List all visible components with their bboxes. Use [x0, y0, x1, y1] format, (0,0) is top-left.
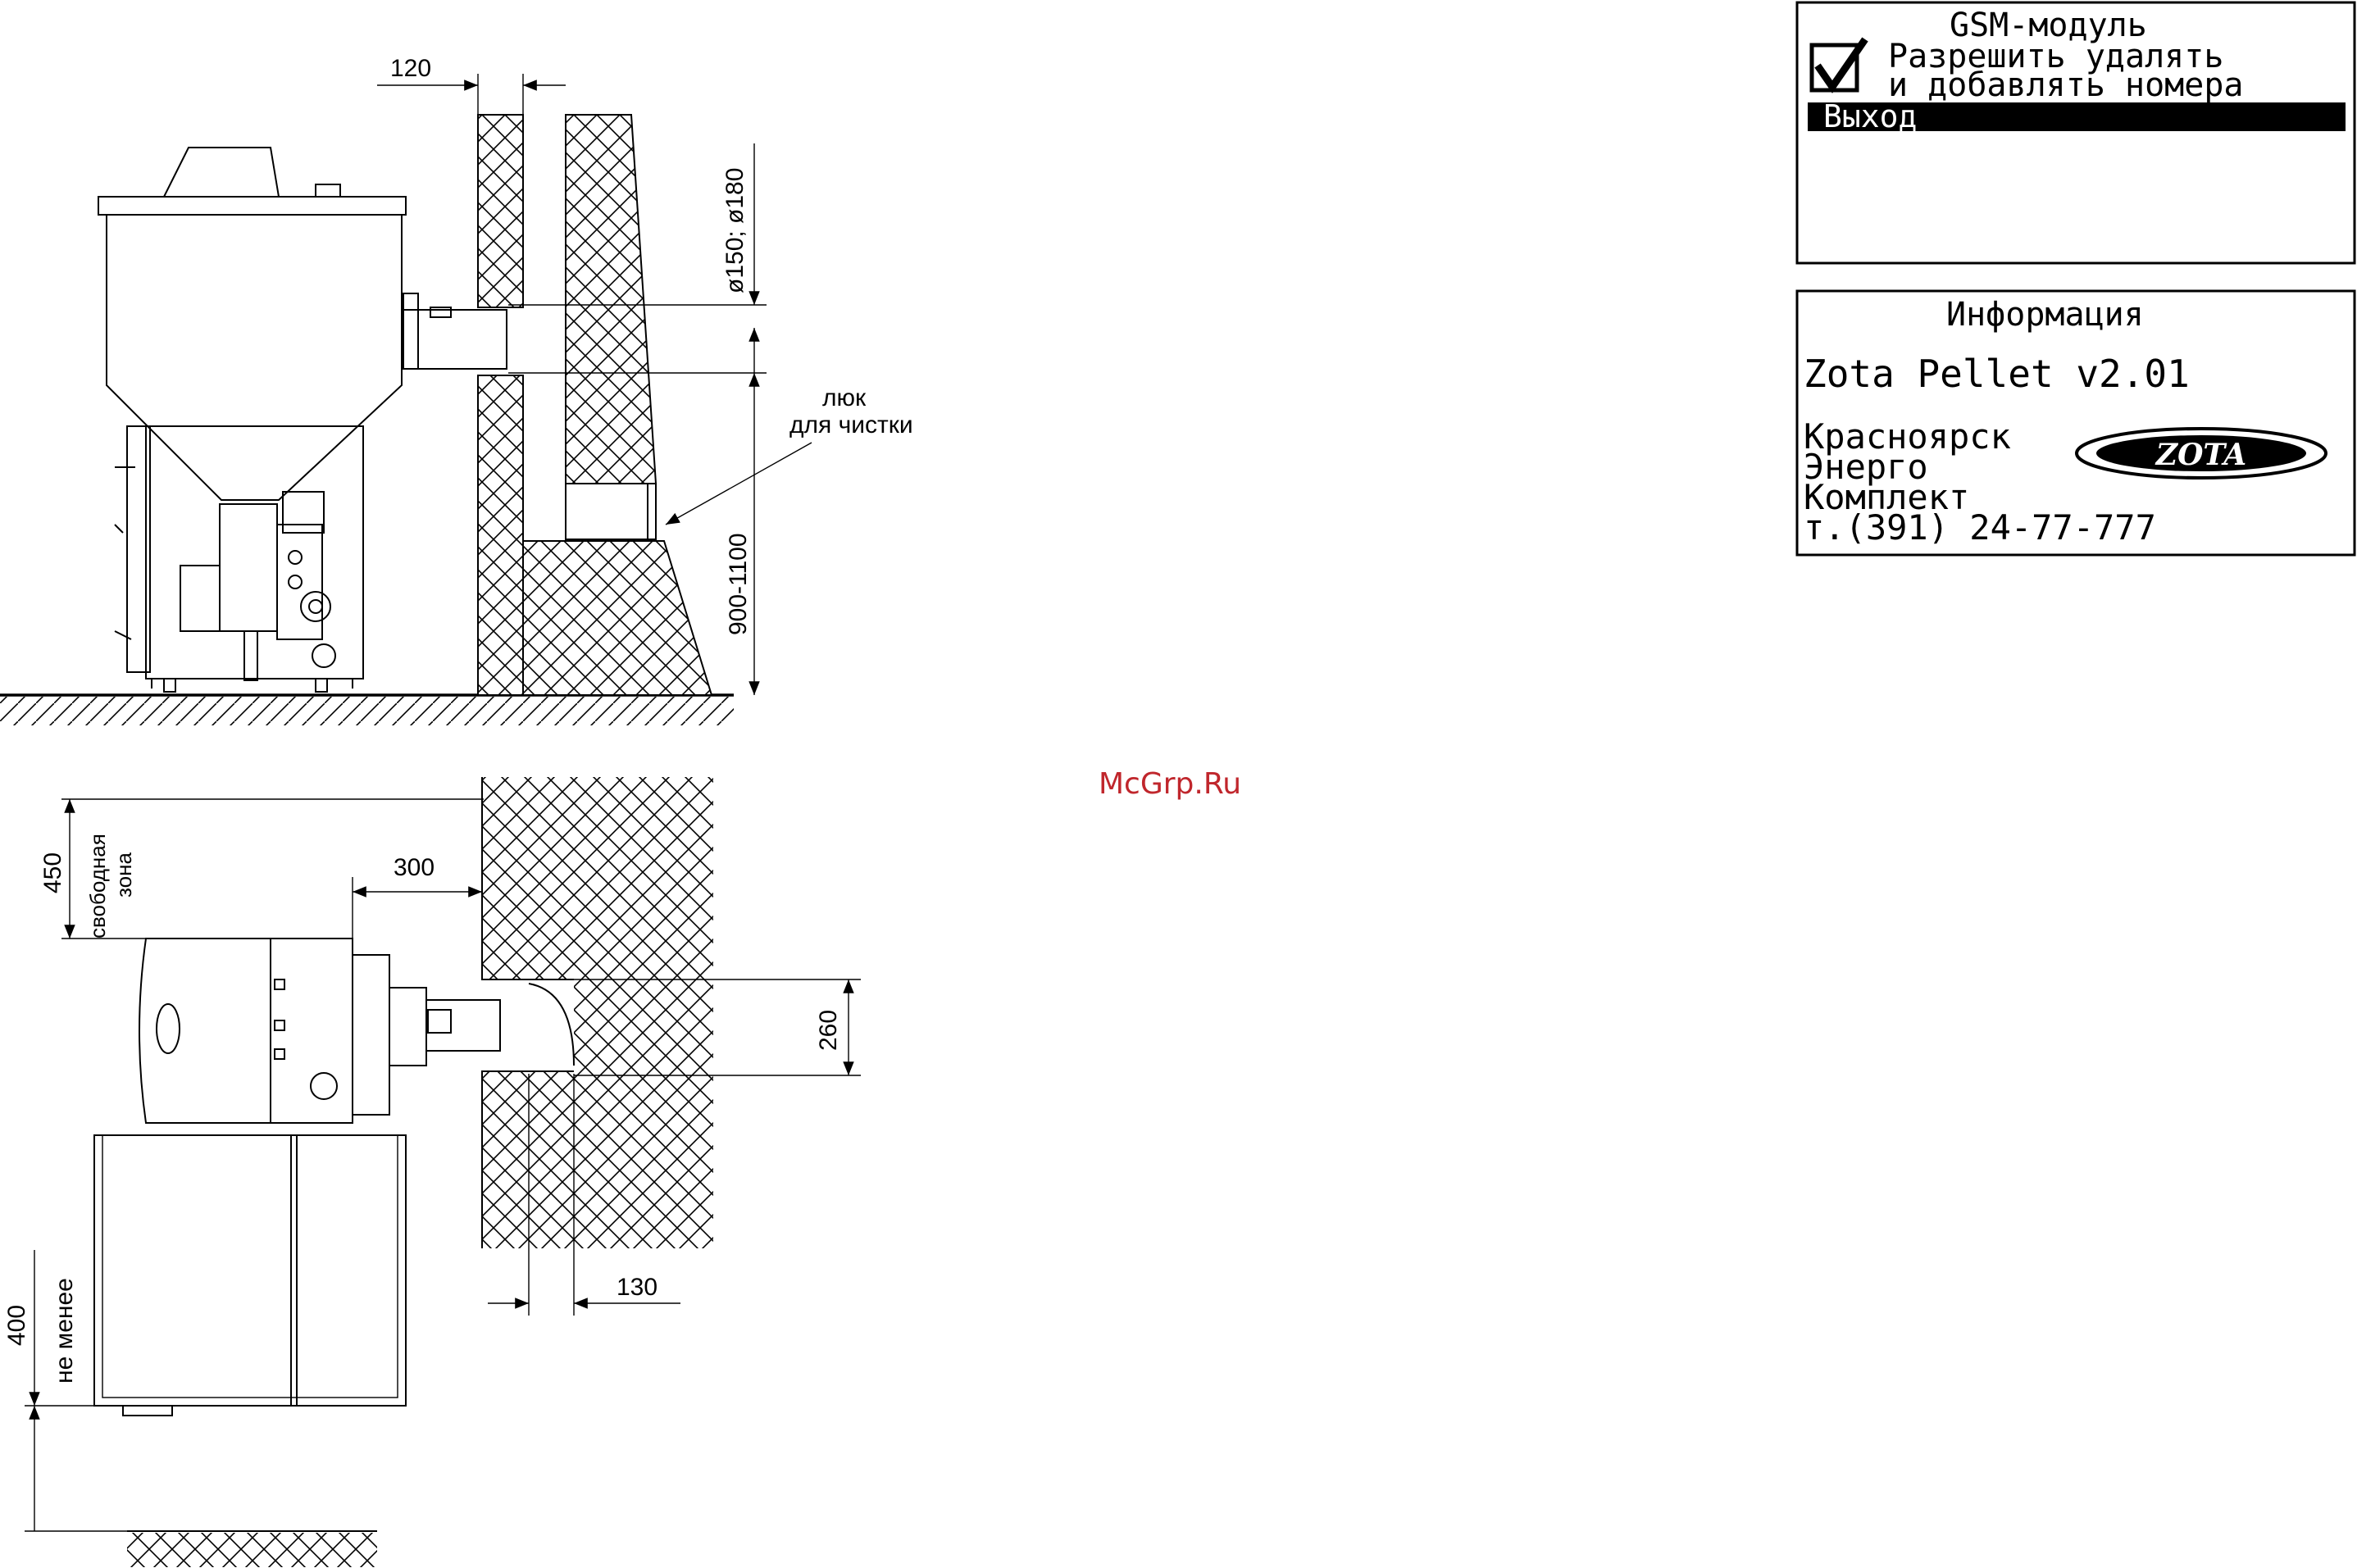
dim-min-clearance: 400	[3, 1305, 30, 1346]
dim-pipe-diameter: ø150; ø180	[721, 168, 749, 293]
dim-300: 300	[353, 854, 482, 955]
info-title: Информация	[1946, 296, 2144, 334]
zota-logo: ZOTA	[2077, 429, 2326, 478]
dim-400: 400 не менее	[3, 1250, 127, 1531]
dim-free-zone: 450	[39, 852, 66, 893]
wall-top	[482, 777, 713, 1248]
top-view: 450 свободная зона 300 260 130	[3, 777, 861, 1567]
dim-chimney-offset: 120	[390, 55, 431, 82]
boiler-top	[139, 939, 500, 1123]
gsm-screen: GSM-модуль Разрешить удалять и добавлять…	[1797, 2, 2355, 263]
side-view: 120 ø150; ø180 900-1100 люк для чистки	[0, 55, 913, 725]
info-screen: Информация Zota Pellet v2.01 Красноярск …	[1797, 291, 2355, 555]
zota-logo-text: ZOTA	[2155, 438, 2246, 472]
free-zone-label-1: свободная	[85, 834, 110, 939]
boiler-side	[98, 148, 406, 692]
dim-pipe-width: 260	[815, 1010, 842, 1051]
info-version: Zota Pellet v2.01	[1804, 352, 2190, 396]
cleaning-hatch-callout: люк для чистки	[666, 384, 913, 525]
chimney-side	[478, 115, 712, 695]
cleaning-hatch-label-1: люк	[822, 384, 867, 411]
gsm-checkbox[interactable]	[1812, 39, 1865, 90]
gsm-option-line2: и добавлять номера	[1888, 66, 2243, 104]
free-zone-label-2: зона	[111, 852, 136, 898]
floor-hatch	[0, 697, 734, 725]
watermark: McGrp.Ru	[1099, 767, 1241, 801]
dim-pipe-gap: 300	[394, 854, 435, 881]
cleaning-hatch-label-2: для чистки	[789, 411, 913, 439]
min-clearance-label: не менее	[51, 1278, 78, 1384]
gsm-exit-label: Выход	[1823, 98, 1917, 134]
dim-height: 900-1100	[725, 373, 754, 695]
info-phone: т.(391) 24-77-777	[1804, 507, 2156, 548]
dim-height-value: 900-1100	[725, 533, 752, 635]
gsm-exit-menu-item[interactable]: Выход	[1808, 98, 2346, 134]
dim-wall-offset: 130	[617, 1274, 658, 1301]
dim-120: 120	[377, 55, 566, 115]
hopper-top	[94, 1135, 406, 1416]
